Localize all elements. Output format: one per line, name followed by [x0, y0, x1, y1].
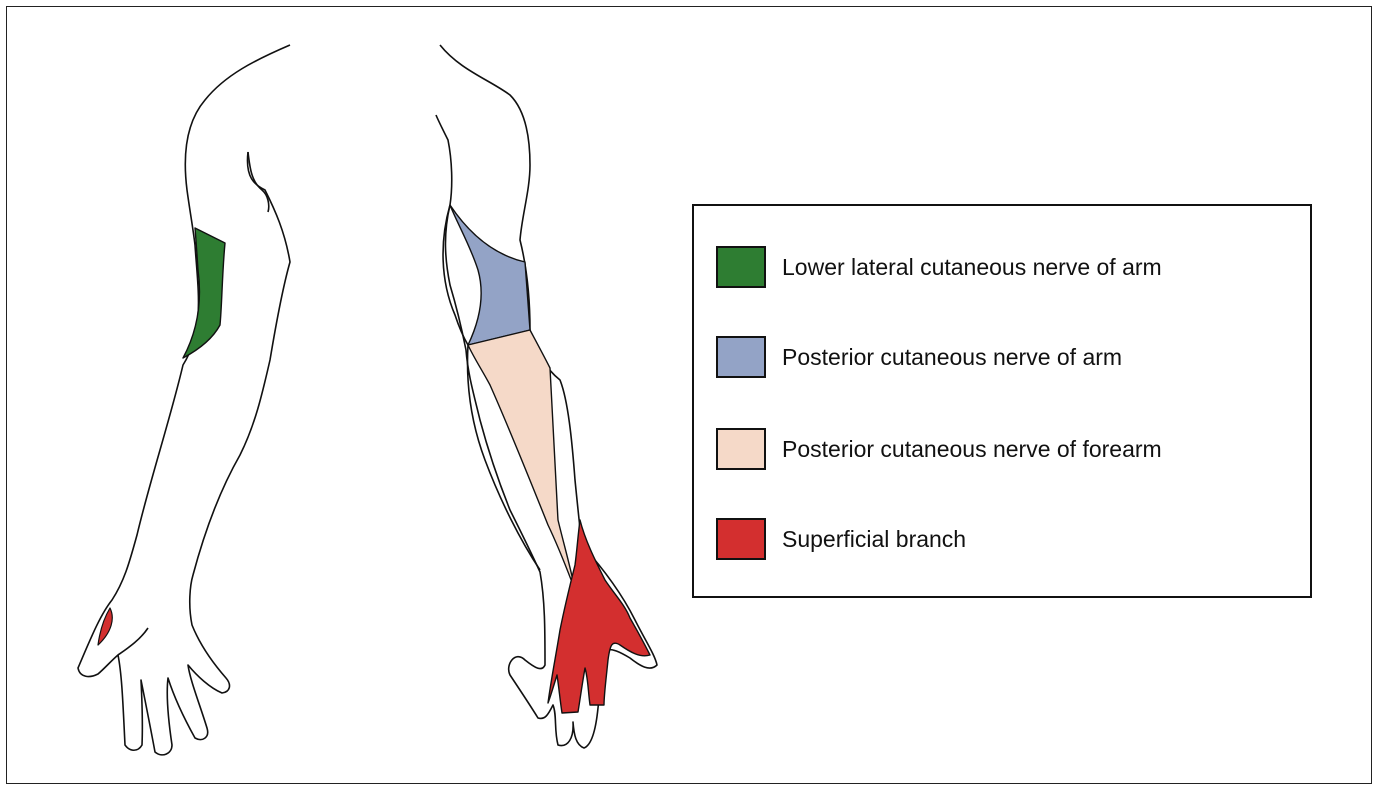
- legend: Lower lateral cutaneous nerve of arm Pos…: [692, 204, 1312, 598]
- posterior-arm: [436, 45, 657, 748]
- legend-swatch-red: [716, 518, 766, 560]
- legend-item-lower-lateral: Lower lateral cutaneous nerve of arm: [716, 244, 1162, 290]
- anterior-arm: [78, 45, 290, 755]
- legend-label: Posterior cutaneous nerve of forearm: [782, 436, 1162, 463]
- legend-swatch-green: [716, 246, 766, 288]
- legend-item-posterior-arm: Posterior cutaneous nerve of arm: [716, 334, 1122, 380]
- legend-label: Posterior cutaneous nerve of arm: [782, 344, 1122, 371]
- legend-swatch-peach: [716, 428, 766, 470]
- legend-label: Superficial branch: [782, 526, 966, 553]
- legend-item-posterior-forearm: Posterior cutaneous nerve of forearm: [716, 426, 1162, 472]
- legend-swatch-blue: [716, 336, 766, 378]
- anterior-arm-outline: [78, 45, 290, 755]
- legend-item-superficial-branch: Superficial branch: [716, 516, 966, 562]
- legend-label: Lower lateral cutaneous nerve of arm: [782, 254, 1162, 281]
